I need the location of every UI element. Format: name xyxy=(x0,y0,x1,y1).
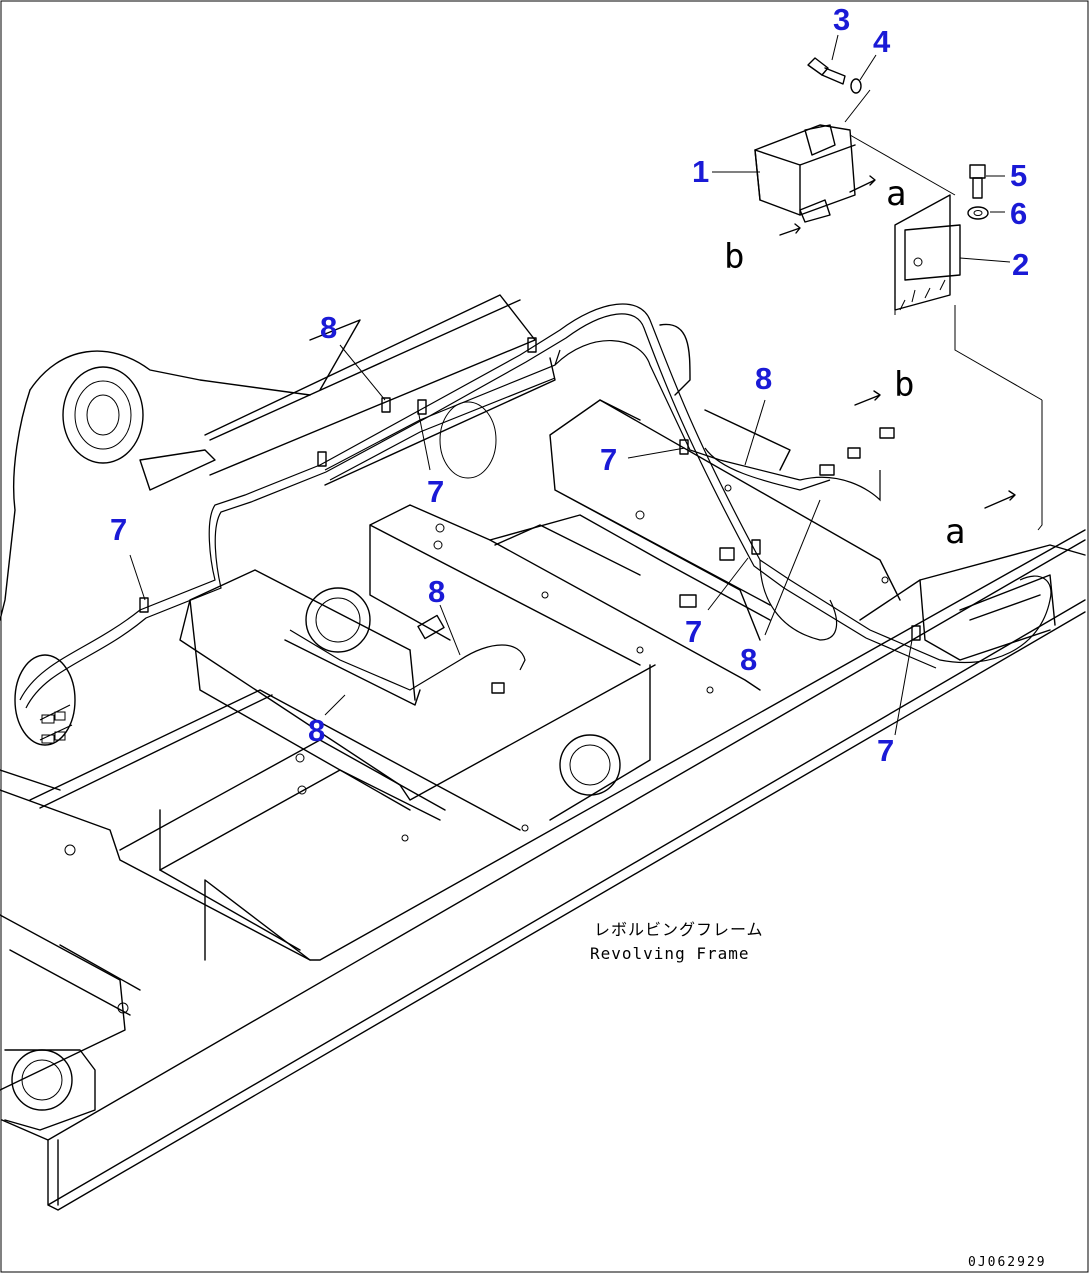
callout-7-pedestal: 7 xyxy=(427,474,444,509)
callout-3: 3 xyxy=(833,2,850,37)
callout-7-left: 7 xyxy=(110,512,127,547)
caption-english: Revolving Frame xyxy=(590,944,750,963)
view-reference-letters: a b b a xyxy=(724,174,965,552)
callout-6: 6 xyxy=(1010,196,1027,231)
callout-8-pedestal: 8 xyxy=(320,310,337,345)
callout-7-center: 7 xyxy=(600,442,617,477)
ref-a-upper: a xyxy=(886,174,906,214)
callout-numbers: 1 2 3 4 5 6 8 7 7 7 8 7 8 8 8 7 xyxy=(110,2,1029,768)
callout-5: 5 xyxy=(1010,158,1027,193)
callout-7-lower-right: 7 xyxy=(877,733,894,768)
callout-4: 4 xyxy=(873,24,891,59)
callout-8-upper-right: 8 xyxy=(755,361,772,396)
callout-leaders xyxy=(129,34,1011,736)
wiring-harness xyxy=(19,299,1052,744)
callout-2: 2 xyxy=(1012,247,1029,282)
controller-assembly xyxy=(754,57,1043,531)
drawing-code: 0J062929 xyxy=(968,1255,1047,1270)
callout-8-lower-left: 8 xyxy=(308,713,325,748)
ref-a-lower: a xyxy=(945,512,965,552)
ref-b-lower: b xyxy=(894,365,914,405)
callout-8-middle: 8 xyxy=(428,574,445,609)
ref-b-upper: b xyxy=(724,237,744,277)
callout-7-lower-center: 7 xyxy=(685,614,702,649)
caption-japanese: レボルビングフレーム xyxy=(594,920,764,939)
revolving-frame xyxy=(0,294,1086,1211)
callout-8-lower-right: 8 xyxy=(740,642,757,677)
callout-1: 1 xyxy=(692,154,709,189)
